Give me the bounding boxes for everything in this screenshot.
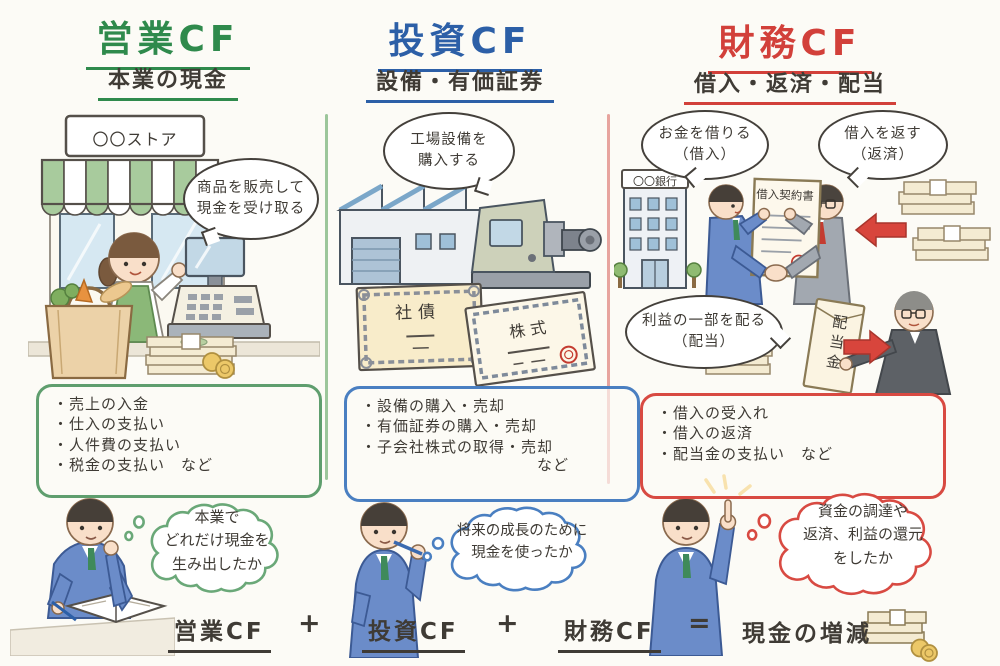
formula-term-investing: 投資CF	[362, 612, 465, 653]
list-item: ・人件費の支払い	[53, 435, 182, 454]
list-item: ・有価証券の購入・売却	[361, 417, 538, 436]
thinking-man-operating	[10, 498, 175, 656]
formula-term-label: 投資CF	[362, 612, 465, 653]
thought-cloud-operating	[122, 492, 312, 604]
operating-points-box: ・売上の入金 ・仕入の支払い ・人件費の支払い ・税金の支払い など	[36, 384, 322, 498]
thinking-man-financing	[648, 474, 752, 656]
speech-bubble-text: 工場設備を 購入する	[410, 131, 488, 169]
thought-cloud-financing	[744, 480, 972, 608]
formula-plus-1: +	[298, 608, 321, 639]
divider-right	[607, 114, 610, 484]
speech-bubble-text: 商品を販売して 現金を受け取る	[196, 179, 306, 217]
red-arrow-right-icon	[843, 329, 892, 365]
certificate-stock	[464, 291, 596, 387]
financing-subtitle: 借入・返済・配当	[683, 66, 896, 105]
investing-illustration	[336, 183, 602, 387]
formula-plus-2: +	[496, 608, 519, 639]
financing-illustration	[614, 169, 991, 395]
financing-subheader: 借入・返済・配当	[682, 66, 898, 105]
financing-header: 財務CF	[682, 14, 898, 74]
thought-text-operating: 本業で どれだけ現金を 生み出したか	[164, 508, 270, 573]
red-arrow-left-icon	[854, 212, 907, 248]
speech-bubble-sell-goods: 商品を販売して 現金を受け取る	[183, 158, 319, 247]
formula-term-label: 財務CF	[558, 612, 661, 653]
list-item: ・借入の受入れ	[657, 404, 770, 422]
investing-subtitle: 設備・有価証券	[365, 64, 554, 103]
handshake-scene	[704, 177, 852, 305]
list-item: ・配当金の支払い など	[657, 444, 834, 463]
money-stack	[145, 333, 237, 379]
red-seal-icon	[559, 345, 578, 364]
repayment-money-stacks	[898, 179, 991, 261]
list-item: ・税金の支払い など	[53, 456, 214, 475]
thought-cloud-investing	[420, 496, 622, 602]
list-item: ・借入の返済	[657, 424, 754, 443]
pointing-finger	[724, 499, 732, 523]
pen-icon	[393, 540, 423, 556]
coins-icon	[202, 352, 235, 379]
speech-bubble-text: 借入を返す （返済）	[844, 125, 922, 163]
investing-subheader: 設備・有価証券	[352, 64, 568, 103]
speech-bubble-dividend: 利益の一部を配る （配当）	[625, 295, 792, 369]
operating-illustration	[28, 114, 320, 380]
investing-title: 投資CF	[378, 12, 542, 72]
speech-bubble-repay: 借入を返す （返済）	[818, 110, 948, 189]
bank-sign-label: 〇〇銀行	[633, 175, 677, 188]
financing-points-box: ・借入の受入れ ・借入の返済 ・配当金の支払い など	[640, 393, 946, 499]
operating-subheader: 本業の現金	[58, 62, 278, 101]
formula-term-operating: 営業CF	[168, 612, 271, 653]
operating-title: 営業CF	[86, 10, 250, 70]
money-stack-icon	[863, 609, 938, 662]
glasses-icon	[901, 309, 912, 319]
loan-contract-title: 借入契約書	[756, 187, 814, 203]
store-sign-label: 〇〇ストア	[92, 130, 178, 149]
financing-title: 財務CF	[708, 14, 872, 74]
list-item: ・設備の購入・売却	[361, 397, 506, 415]
formula-equals: =	[688, 608, 711, 639]
shopping-bag	[44, 277, 134, 380]
formula-term-label: 営業CF	[168, 612, 271, 653]
formula-term-financing: 財務CF	[558, 612, 661, 653]
investing-header: 投資CF	[352, 12, 568, 72]
shareholder-man	[839, 291, 952, 395]
speech-bubble-buy-equipment: 工場設備を 購入する	[383, 112, 515, 196]
list-item: など	[536, 456, 569, 475]
speech-bubble-text: 利益の一部を配る （配当）	[642, 312, 766, 350]
certificate-bond-label: 社債	[394, 302, 442, 324]
list-item: ・売上の入金	[53, 395, 150, 413]
factory-building	[336, 183, 481, 285]
thought-text-investing: 将来の成長のために 現金を使ったか	[456, 523, 588, 562]
list-item: ・子会社株式の取得・売却	[361, 437, 554, 456]
thought-text-financing: 資金の調達や 返済、利益の還元 をしたか	[802, 502, 923, 567]
operating-subtitle: 本業の現金	[97, 62, 238, 101]
machine-tool	[470, 198, 602, 289]
speech-bubble-text: お金を借りる （借入）	[658, 125, 752, 163]
desk	[10, 617, 175, 656]
operating-header: 営業CF	[58, 10, 278, 70]
formula-result: 現金の増減	[742, 621, 872, 647]
pen-icon	[51, 600, 77, 622]
store-sign-board	[64, 114, 206, 158]
divider-left	[325, 114, 328, 480]
list-item: ・仕入の支払い	[53, 415, 166, 434]
speech-bubble-borrow: お金を借りる （借入）	[641, 110, 769, 189]
investing-points-box: ・設備の購入・売却 ・有価証券の購入・売却 ・子会社株式の取得・売却 など	[344, 386, 640, 502]
